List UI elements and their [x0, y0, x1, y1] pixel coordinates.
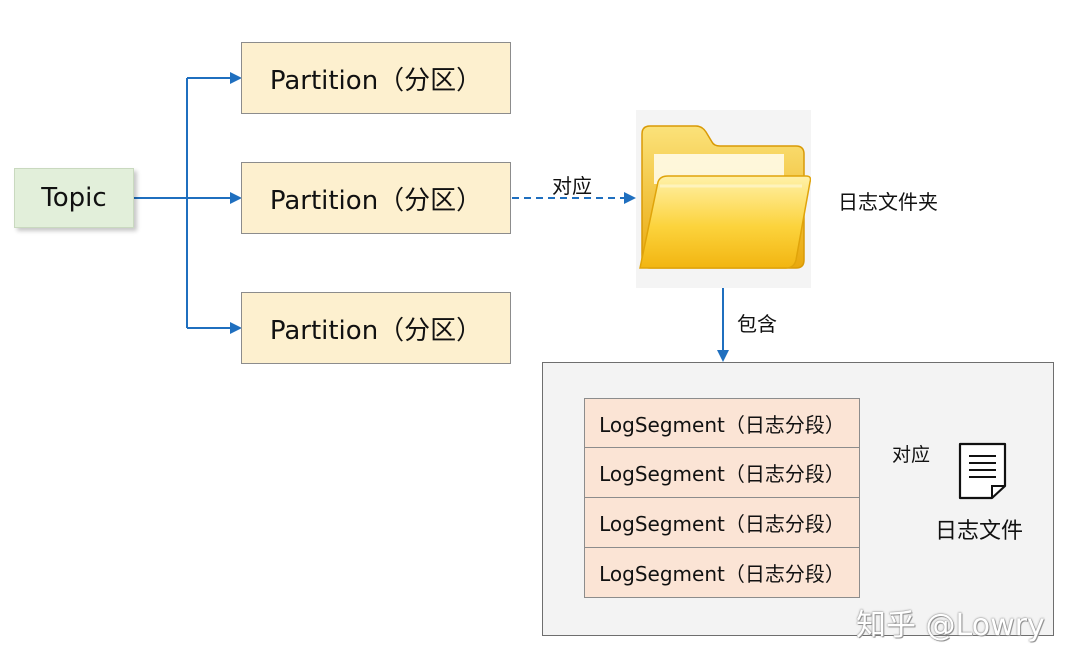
- log-segment: LogSegment（日志分段）: [584, 398, 860, 448]
- folder-label: 日志文件夹: [838, 190, 938, 214]
- folder-icon: [636, 110, 812, 288]
- log-file-label: 日志文件: [935, 519, 1024, 544]
- log-segment-list: LogSegment（日志分段） LogSegment（日志分段） LogSeg…: [584, 398, 860, 598]
- folder-to-segments-label: 包含: [737, 312, 777, 336]
- segment-to-file-label: 对应: [892, 444, 931, 466]
- partition-node: Partition（分区）: [241, 42, 511, 114]
- watermark: 知乎 @Lowry: [856, 608, 1045, 643]
- topic-node: Topic: [14, 168, 134, 228]
- document-icon: [958, 442, 1008, 500]
- topic-branch-trunk: [134, 78, 188, 328]
- log-segment: LogSegment（日志分段）: [584, 448, 860, 498]
- partition-node: Partition（分区）: [241, 292, 511, 364]
- partition-node: Partition（分区）: [241, 162, 511, 234]
- log-segment: LogSegment（日志分段）: [584, 498, 860, 548]
- log-segment: LogSegment（日志分段）: [584, 548, 860, 598]
- partition-to-folder-label: 对应: [552, 174, 592, 198]
